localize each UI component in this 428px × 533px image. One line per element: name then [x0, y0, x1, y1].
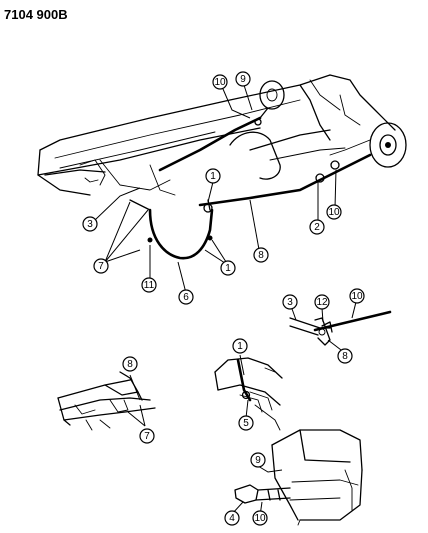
- callout-c6: 6: [178, 289, 194, 305]
- callout-circle: [139, 428, 155, 444]
- callout-circle: [309, 219, 325, 235]
- callout-c9-br: 9: [250, 452, 266, 468]
- callout-c8-bl: 8: [122, 356, 138, 372]
- middle-detail: [214, 354, 283, 431]
- callout-label: 8: [258, 250, 264, 261]
- callout-circle: [252, 510, 268, 526]
- callout-circle: [337, 348, 353, 364]
- callout-label: 1: [225, 263, 231, 274]
- callout-layer: 10 9 1 3 7 11 6 1 8 2 10 3 12 10 8 8 7 1 5 9 4 10: [82, 71, 365, 526]
- callout-circle: [314, 294, 330, 310]
- callout-c10-top: 10: [212, 74, 228, 90]
- callout-label: 3: [287, 297, 293, 308]
- callout-c10-br: 10: [252, 510, 268, 526]
- callout-circle: [282, 294, 298, 310]
- callout-label: 12: [316, 297, 328, 308]
- callout-label: 7: [98, 261, 104, 272]
- callout-c1-mid: 1: [205, 168, 221, 184]
- callout-circle: [220, 260, 236, 276]
- callout-label: 1: [237, 341, 243, 352]
- callout-c9-top: 9: [235, 71, 251, 87]
- callout-label: 9: [240, 74, 246, 85]
- callout-c1-low: 1: [220, 260, 236, 276]
- callout-circle: [349, 288, 365, 304]
- callout-circle: [122, 356, 138, 372]
- callout-label: 9: [255, 455, 261, 466]
- callout-circle: [212, 74, 228, 90]
- callout-label: 3: [87, 219, 93, 230]
- callout-label: 2: [314, 222, 320, 233]
- clip-detail: [289, 297, 392, 354]
- callout-label: 6: [183, 292, 189, 303]
- callout-label: 1: [210, 171, 216, 182]
- callout-circle: [253, 247, 269, 263]
- underbody-view: [37, 74, 407, 294]
- callout-c7-bl: 7: [139, 428, 155, 444]
- callout-c4: 4: [224, 510, 240, 526]
- callout-circle: [232, 338, 248, 354]
- callout-label: 5: [243, 418, 249, 429]
- callout-c11: 11: [141, 277, 157, 293]
- part-code: 7104 900B: [4, 7, 68, 22]
- callout-label: 11: [144, 280, 155, 291]
- left-detail: [57, 371, 156, 431]
- callout-circle: [235, 71, 251, 87]
- callout-circle: [82, 216, 98, 232]
- callout-c5: 5: [238, 415, 254, 431]
- callout-circle: [224, 510, 240, 526]
- callout-label: 7: [144, 431, 150, 442]
- callout-label: 8: [127, 359, 133, 370]
- callout-c8-mid: 8: [253, 247, 269, 263]
- callout-label: 10: [254, 513, 266, 524]
- callout-label: 4: [229, 513, 235, 524]
- callout-circle: [141, 277, 157, 293]
- callout-label: 10: [328, 207, 340, 218]
- callout-label: 10: [214, 77, 226, 88]
- callout-c10-clip: 10: [349, 288, 365, 304]
- callout-label: 8: [342, 351, 348, 362]
- callout-c7-left: 7: [93, 258, 109, 274]
- callout-c3-clip: 3: [282, 294, 298, 310]
- callout-c2: 2: [309, 219, 325, 235]
- control-box: [231, 429, 363, 526]
- callout-circle: [250, 452, 266, 468]
- callout-circle: [326, 204, 342, 220]
- callout-label: 10: [351, 291, 363, 302]
- callout-c1-bm: 1: [232, 338, 248, 354]
- callout-c10-right: 10: [326, 204, 342, 220]
- callout-circle: [238, 415, 254, 431]
- callout-circle: [93, 258, 109, 274]
- callout-c3-left: 3: [82, 216, 98, 232]
- callout-circle: [205, 168, 221, 184]
- callout-circle: [178, 289, 194, 305]
- callout-c8-clip: 8: [337, 348, 353, 364]
- callout-c12: 12: [314, 294, 330, 310]
